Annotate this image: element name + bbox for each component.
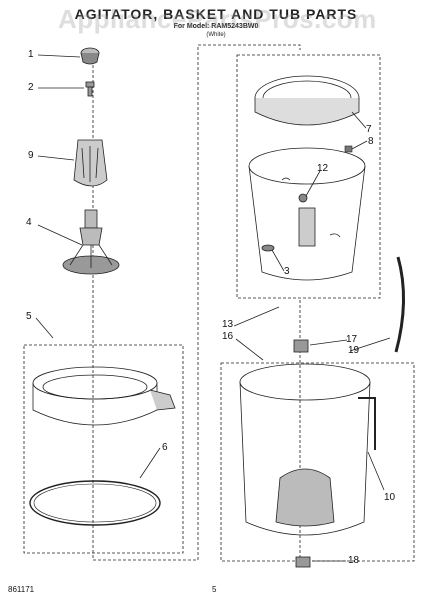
callout-18: 18 <box>348 555 360 566</box>
watermark-text: AppliancePartsPros.com <box>58 4 377 34</box>
callout-12: 12 <box>317 163 329 174</box>
callout-6: 6 <box>162 442 168 453</box>
basket-assembly-box <box>236 54 381 299</box>
diagram-title: AGITATOR, BASKET AND TUB PARTS <box>74 6 358 22</box>
callout-3: 3 <box>284 266 290 277</box>
callout-4: 4 <box>26 217 32 228</box>
page-number: 5 <box>212 585 217 594</box>
tub-nut-icon <box>295 556 311 568</box>
assembly-guide-line <box>92 44 301 561</box>
balance-ring-icon <box>32 366 176 426</box>
callout-5: 5 <box>26 311 32 322</box>
callout-16: 16 <box>222 331 234 342</box>
callout-9: 9 <box>28 150 34 161</box>
callout-10: 10 <box>384 492 396 503</box>
document-number: 861171 <box>8 585 35 594</box>
callout-7: 7 <box>366 124 372 135</box>
outer-tub-icon <box>239 363 376 536</box>
basket-nut-icon <box>293 339 309 353</box>
basket-ring-icon <box>254 75 360 126</box>
callout-17: 17 <box>346 334 358 345</box>
agitator-bolt-icon <box>85 81 95 97</box>
callout-2: 2 <box>28 82 34 93</box>
agitator-cap-icon <box>80 47 100 65</box>
ring-assembly-box <box>23 344 184 554</box>
basket-clip-icon <box>344 145 353 153</box>
callout-leaders <box>35 54 391 562</box>
spin-basket-icon <box>248 147 366 281</box>
tub-assembly-box <box>220 362 415 562</box>
callout-8: 8 <box>368 136 374 147</box>
agitator-barrel-icon <box>73 139 108 187</box>
color-line: (White) <box>206 32 226 38</box>
callout-19: 19 <box>348 345 360 356</box>
agitator-icon <box>62 209 120 275</box>
drain-hose-icon <box>394 256 405 353</box>
callout-13: 13 <box>222 319 234 330</box>
seal-ring-icon <box>29 480 161 526</box>
callout-1: 1 <box>28 49 34 60</box>
model-line: For Model: RAM5243BW0 <box>173 23 259 30</box>
